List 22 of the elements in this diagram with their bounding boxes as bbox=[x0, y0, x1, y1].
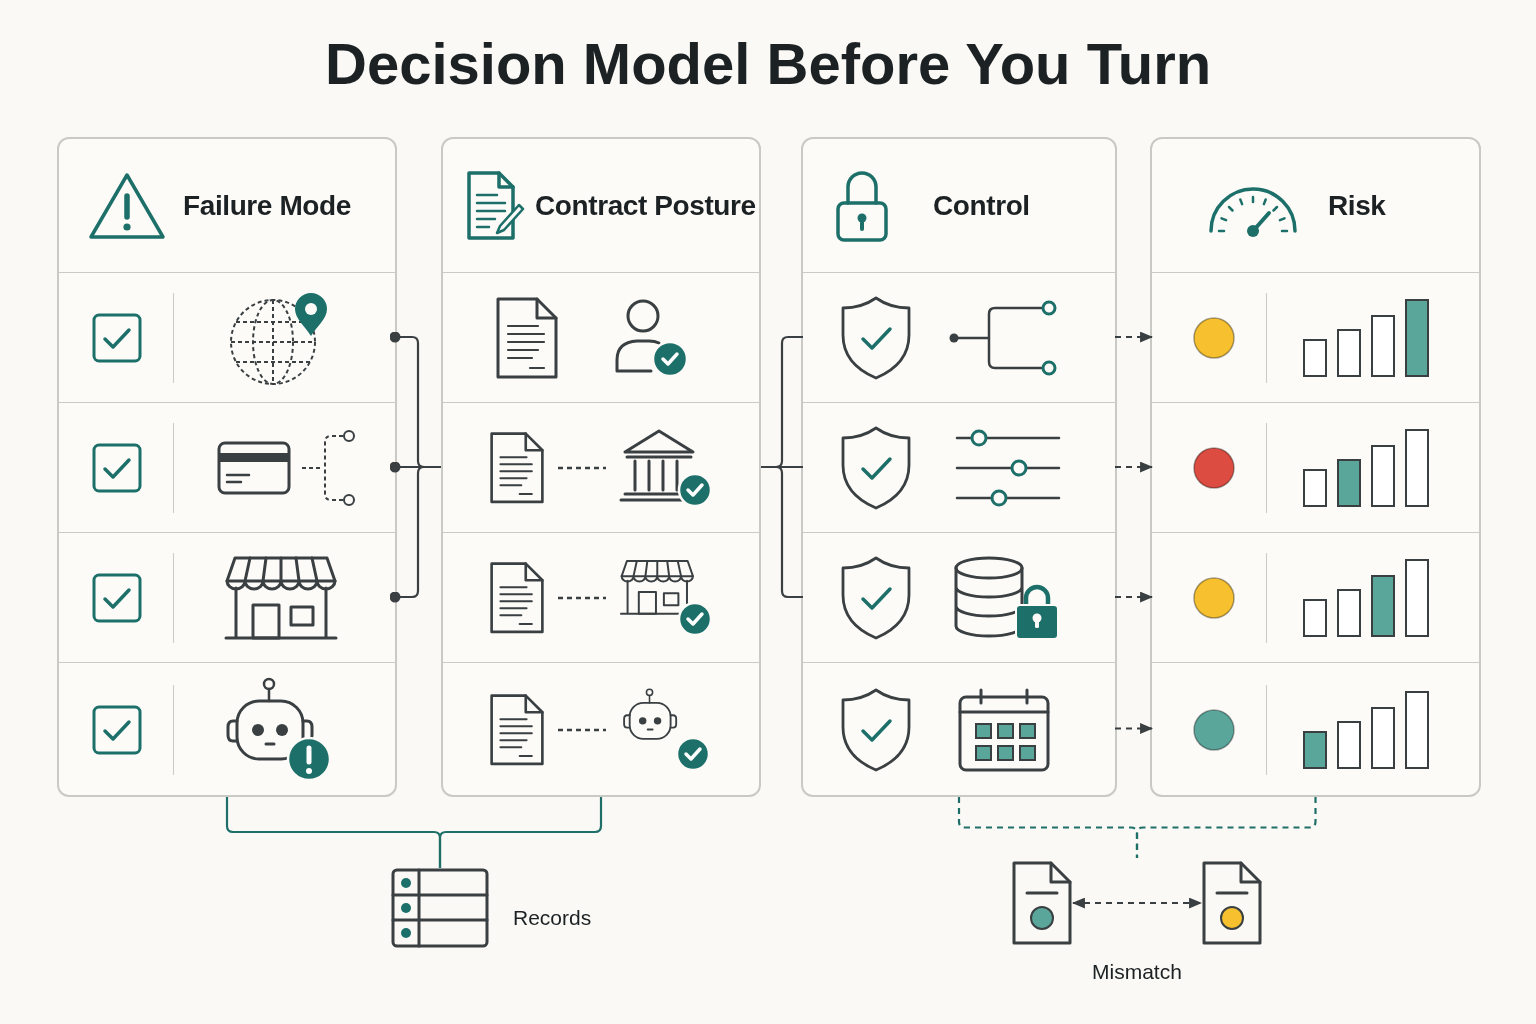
panel-heading: Failure Mode bbox=[183, 189, 351, 223]
caption-text: Mismatch bbox=[1092, 960, 1182, 984]
diagram-title: Decision Model Before You Turn bbox=[325, 30, 1212, 98]
dashed-arrow bbox=[1115, 591, 1154, 603]
table-icon bbox=[391, 868, 489, 948]
connector-line bbox=[438, 797, 603, 868]
panel-heading: Contract Posture bbox=[535, 189, 756, 223]
panel-heading: Control bbox=[933, 189, 1030, 223]
dashed-arrow bbox=[1115, 723, 1154, 734]
column-panel bbox=[441, 137, 761, 797]
panel-heading: Risk bbox=[1328, 189, 1386, 223]
icon-caption: Records bbox=[513, 906, 592, 930]
dashed-arrow bbox=[1115, 461, 1154, 473]
document-icon bbox=[1201, 860, 1263, 946]
column-panel bbox=[57, 137, 397, 797]
document-icon bbox=[1011, 860, 1073, 946]
dashed-arrow bbox=[1115, 331, 1154, 343]
dashed-connector-line bbox=[1135, 797, 1317, 858]
column-panel bbox=[1150, 137, 1481, 797]
dashed-double-arrow bbox=[1071, 897, 1203, 909]
column-panel bbox=[801, 137, 1117, 797]
connector-line bbox=[389, 465, 441, 603]
